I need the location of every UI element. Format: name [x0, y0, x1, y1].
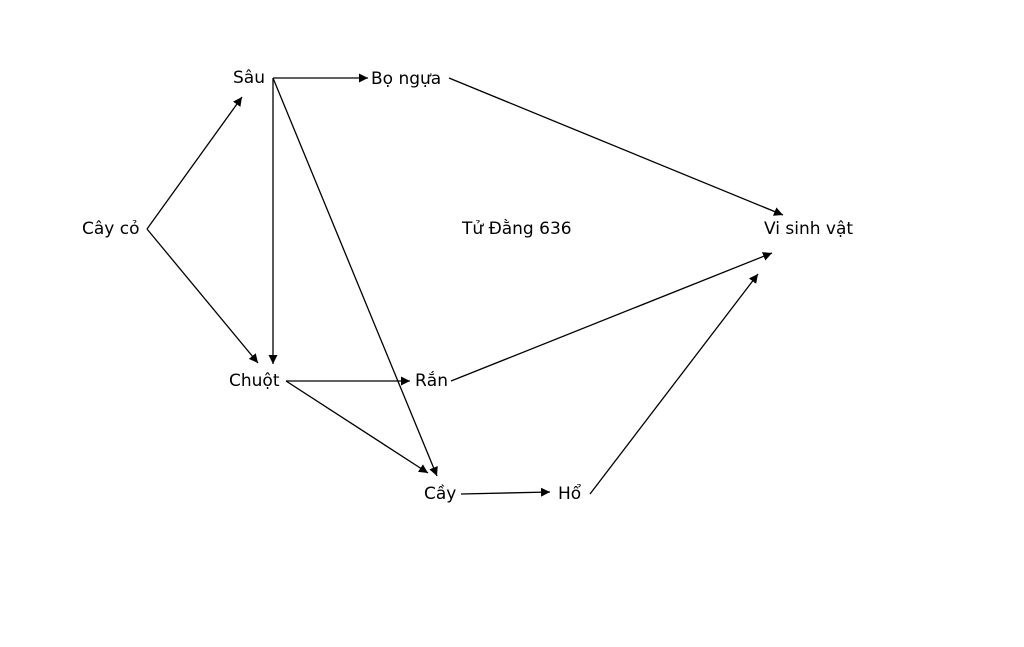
node-ran: Rắn — [415, 370, 448, 391]
edge-ran-to-vi-sinh-vat — [450, 252, 773, 382]
node-cay: Cầy — [424, 483, 456, 504]
edge-bo-ngua-to-vi-sinh-vat — [448, 77, 784, 216]
diagram-caption: Tử Đằng 636 — [461, 218, 572, 239]
edge-ho-to-vi-sinh-vat — [589, 273, 759, 495]
edge-cay-to-ho — [460, 487, 551, 497]
node-bo-ngua: Bọ ngựa — [371, 69, 441, 89]
node-chuot: Chuột — [229, 371, 280, 391]
node-sau: Sâu — [233, 68, 265, 88]
edge-cay-co-to-chuot — [146, 228, 259, 364]
edge-sau-to-cay — [272, 77, 438, 477]
edges-layer — [146, 73, 784, 497]
node-vi-sinh-vat: Vi sinh vật — [764, 219, 853, 239]
node-ho: Hổ — [558, 483, 582, 504]
node-cay-co: Cây cỏ — [82, 219, 140, 239]
edge-chuot-to-cay — [285, 380, 429, 474]
edge-cay-co-to-sau — [146, 96, 243, 230]
